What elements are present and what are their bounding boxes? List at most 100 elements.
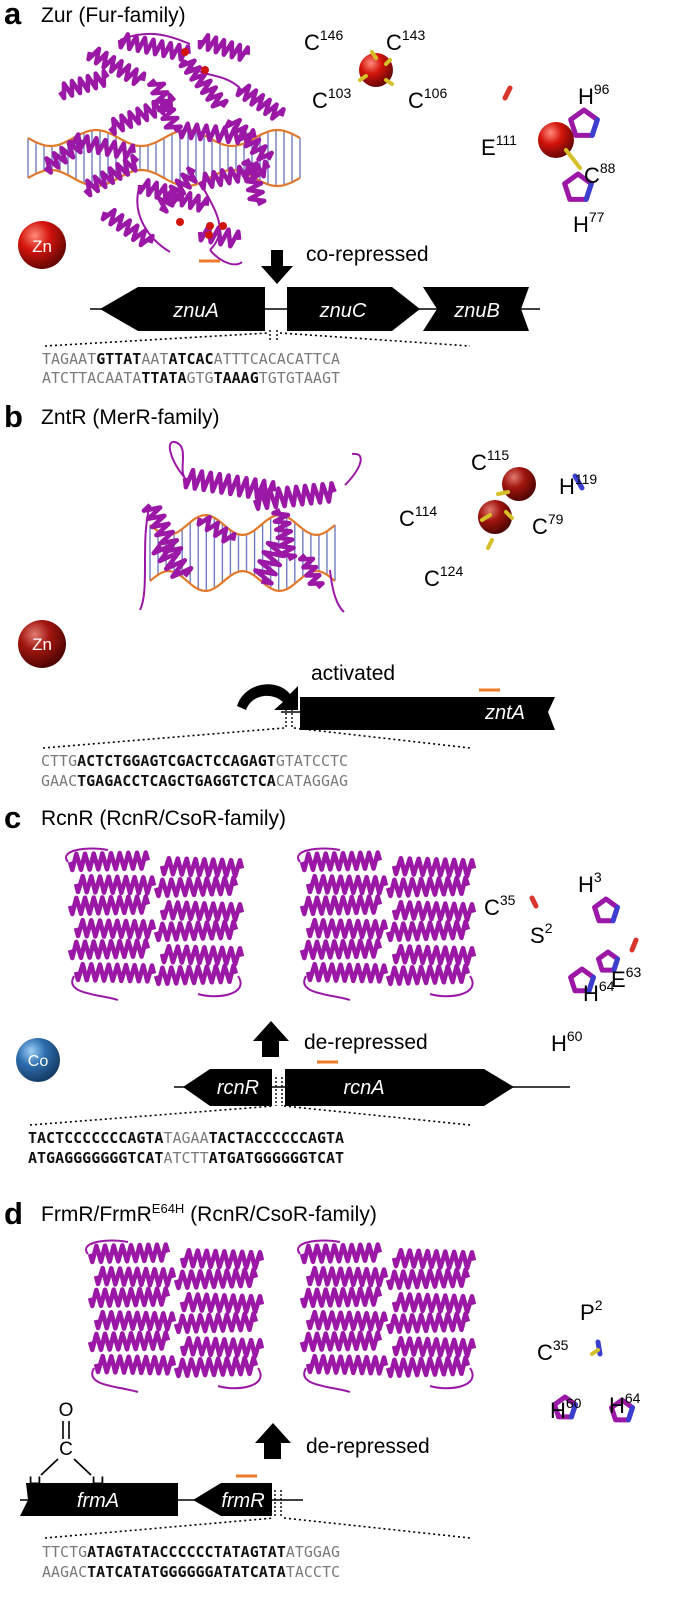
residue-label: H60 xyxy=(550,1395,582,1423)
metal-label: Zn xyxy=(32,237,52,256)
alpha-helix xyxy=(153,963,239,987)
zinc-atom xyxy=(359,53,393,87)
alpha-helix xyxy=(299,1242,383,1265)
residue-stick xyxy=(540,892,556,910)
residue-label: H3 xyxy=(578,869,602,897)
gene-label-frmA: frmA xyxy=(77,1490,119,1512)
alpha-helix xyxy=(197,32,251,62)
alpha-helix xyxy=(67,894,151,917)
residue-label: H119 xyxy=(559,471,597,499)
atom-oxygen: O xyxy=(59,1400,74,1421)
residue-label: H77 xyxy=(573,209,605,237)
sequence-motif: ACTCTGGAGTCGACTCCAGAGT xyxy=(77,752,276,770)
panel-c-title: RcnR (RcnR/CsoR-family) xyxy=(41,807,286,830)
zntr-dna-structure xyxy=(139,440,362,613)
gene-label-frmR: frmR xyxy=(221,1490,264,1512)
alpha-helix xyxy=(173,1355,259,1379)
sequence-flank: GTATCCTC xyxy=(276,752,348,770)
metal-label: Zn xyxy=(32,635,52,654)
zoom-line-left xyxy=(44,1517,275,1539)
sequence-top-strand: TAGAATGTTATAATATCACATTTCACACATTCA xyxy=(42,350,340,368)
alpha-helix xyxy=(93,1309,177,1332)
imidazole-ring xyxy=(562,171,594,202)
frm-operon: frmA frmR xyxy=(20,1474,471,1539)
single-bond xyxy=(40,1458,59,1476)
alpha-helix xyxy=(159,855,245,879)
sequence-flank: ATGGAG xyxy=(286,1543,340,1561)
title-tail: (RcnR/CsoR-family) xyxy=(184,1203,377,1226)
sequence-flank: GAAC xyxy=(41,772,77,790)
residue-stick xyxy=(505,98,526,130)
sequence-flank: GTG xyxy=(187,369,214,387)
alpha-helix xyxy=(391,855,477,879)
residue-stick xyxy=(625,1405,635,1423)
residue-label: C88 xyxy=(584,160,616,188)
residue-label: C103 xyxy=(312,85,351,113)
regulation-label: activated xyxy=(311,662,395,685)
alpha-helix xyxy=(87,1330,171,1353)
gene-arrow-znuC xyxy=(287,287,420,331)
alpha-helix xyxy=(179,1335,265,1359)
regulation-label: co-repressed xyxy=(306,243,429,266)
alpha-helix xyxy=(385,963,471,987)
alpha-helix xyxy=(305,873,389,896)
loop xyxy=(297,847,474,1001)
alpha-helix xyxy=(305,1353,389,1376)
alpha-helix xyxy=(235,83,286,121)
alpha-helix xyxy=(252,481,337,511)
alpha-helix xyxy=(391,1335,477,1359)
sequence-flank: TAGAA xyxy=(163,1129,208,1147)
single-bond xyxy=(73,1458,92,1476)
alpha-helix xyxy=(385,1267,471,1291)
residue-label: C114 xyxy=(399,503,437,531)
zoom-line-left xyxy=(42,727,285,749)
residue-stick xyxy=(366,22,372,52)
alpha-helix xyxy=(305,1309,389,1332)
sequence-bottom-strand: GAACTGAGACCTCAGCTGAGGTCTCACATAGGAG xyxy=(41,772,348,790)
residue-stick xyxy=(504,510,514,520)
zinc-atom xyxy=(219,222,227,230)
alpha-helix xyxy=(241,158,267,207)
regulation-label: de-repressed xyxy=(304,1031,428,1054)
znt-operon: zntA xyxy=(42,688,555,749)
residue-stick xyxy=(589,117,600,138)
sequence-motif: TATCATATGGGGGGATATCATA xyxy=(87,1563,286,1581)
loop xyxy=(85,1239,262,1393)
gene-label-zntA: zntA xyxy=(484,702,525,724)
sequence-flank: AAGAC xyxy=(42,1563,87,1581)
residue-stick xyxy=(586,974,596,994)
dna-backbone xyxy=(27,128,301,148)
sequence-flank: TAGAAT xyxy=(42,350,96,368)
alpha-helix xyxy=(196,515,237,544)
gene-label-znuB: znuB xyxy=(453,300,500,322)
site2-residue-sticks xyxy=(502,85,600,202)
alpha-helix xyxy=(73,917,157,940)
residue-stick xyxy=(590,1348,600,1356)
sequence-bottom-strand: AAGACTATCATATGGGGGGATATCATATACCTC xyxy=(42,1563,340,1581)
alpha-helix xyxy=(299,938,383,961)
sequence-motif: ATAGTATACCCCCCTATAGTAT xyxy=(87,1543,286,1561)
imidazole-ring xyxy=(568,107,600,138)
dna-backbone xyxy=(149,513,336,537)
zinc-atom xyxy=(181,48,189,56)
residue-stick xyxy=(632,1414,640,1430)
sequence-motif: TACTACCCCCCAGTA xyxy=(209,1129,344,1147)
alpha-helix xyxy=(297,553,325,590)
sequence-flank: AAT xyxy=(141,350,168,368)
alpha-helix xyxy=(391,1247,477,1271)
alpha-helix xyxy=(305,917,389,940)
sequence-top-strand: TTCTGATAGTATACCCCCCTATAGTATATGGAG xyxy=(42,1543,340,1561)
residue-label: C35 xyxy=(484,892,516,920)
residue-label: H96 xyxy=(578,81,610,109)
residue-label: S2 xyxy=(530,920,553,948)
alpha-helix xyxy=(179,1247,265,1271)
down-arrow-icon xyxy=(261,250,293,284)
site-residue-sticks xyxy=(529,892,639,994)
residue-stick xyxy=(610,904,620,924)
sequence-motif: TTATA xyxy=(141,369,186,387)
